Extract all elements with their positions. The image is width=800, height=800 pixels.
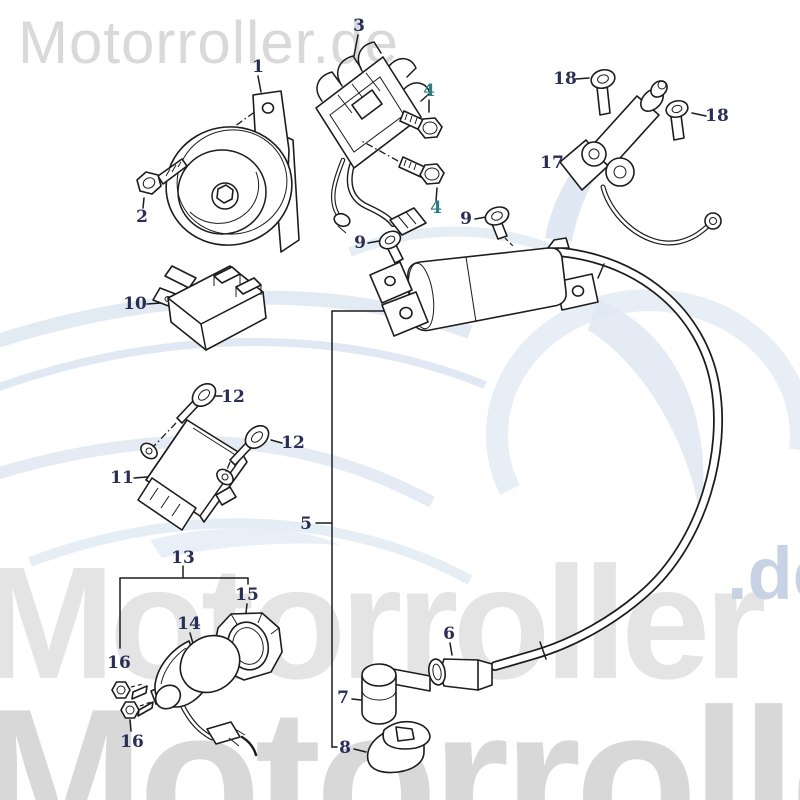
part-label-16: 16	[107, 653, 131, 673]
part-label-4: 4	[430, 198, 442, 218]
part-label-9: 9	[460, 209, 472, 229]
part-horn	[165, 75, 300, 253]
part-label-18: 18	[705, 106, 729, 126]
part-rectifier	[315, 34, 431, 236]
part-label-12: 12	[281, 433, 305, 453]
assembly-bracket-lines	[119, 310, 390, 753]
watermark-domain-text: .de	[727, 532, 800, 615]
part-starter-relay	[130, 632, 258, 757]
part-label-12: 12	[221, 387, 245, 407]
part-label-8: 8	[339, 738, 351, 758]
part-horn-bolt	[136, 158, 188, 209]
part-label-15: 15	[235, 585, 259, 605]
parts-layer	[111, 34, 723, 774]
part-label-5: 5	[300, 514, 312, 534]
part-label-3: 3	[353, 16, 365, 36]
part-label-7: 7	[337, 688, 349, 708]
watermark-top-text: Motorroller.de	[18, 9, 399, 76]
part-label-10: 10	[123, 294, 147, 314]
part-rubber-boot	[366, 720, 431, 774]
part-label-14: 14	[177, 614, 201, 634]
part-pickup-coil	[559, 80, 722, 246]
part-cdi-screws	[152, 382, 283, 473]
part-label-6: 6	[443, 624, 455, 644]
part-elbow-cap	[351, 663, 431, 725]
part-label-11: 11	[110, 468, 134, 488]
part-nuts	[111, 681, 140, 719]
part-rectifier-bolts	[359, 99, 445, 202]
part-label-2: 2	[136, 207, 148, 227]
ignition-cable	[490, 247, 723, 671]
part-pickup-screws	[575, 68, 707, 141]
part-label-13: 13	[171, 548, 195, 568]
part-label-9: 9	[354, 233, 366, 253]
part-flasher-relay	[146, 265, 267, 351]
part-label-4: 4	[423, 81, 435, 101]
part-coil-screws	[367, 206, 515, 274]
part-ignition-coil	[369, 237, 599, 337]
part-spark-plug-connector	[428, 642, 493, 691]
part-label-18: 18	[553, 69, 577, 89]
part-label-17: 17	[540, 153, 564, 173]
part-label-1: 1	[252, 57, 264, 77]
watermark-swirls	[0, 126, 800, 585]
part-label-16: 16	[120, 732, 144, 752]
part-cdi-unit	[133, 419, 248, 531]
